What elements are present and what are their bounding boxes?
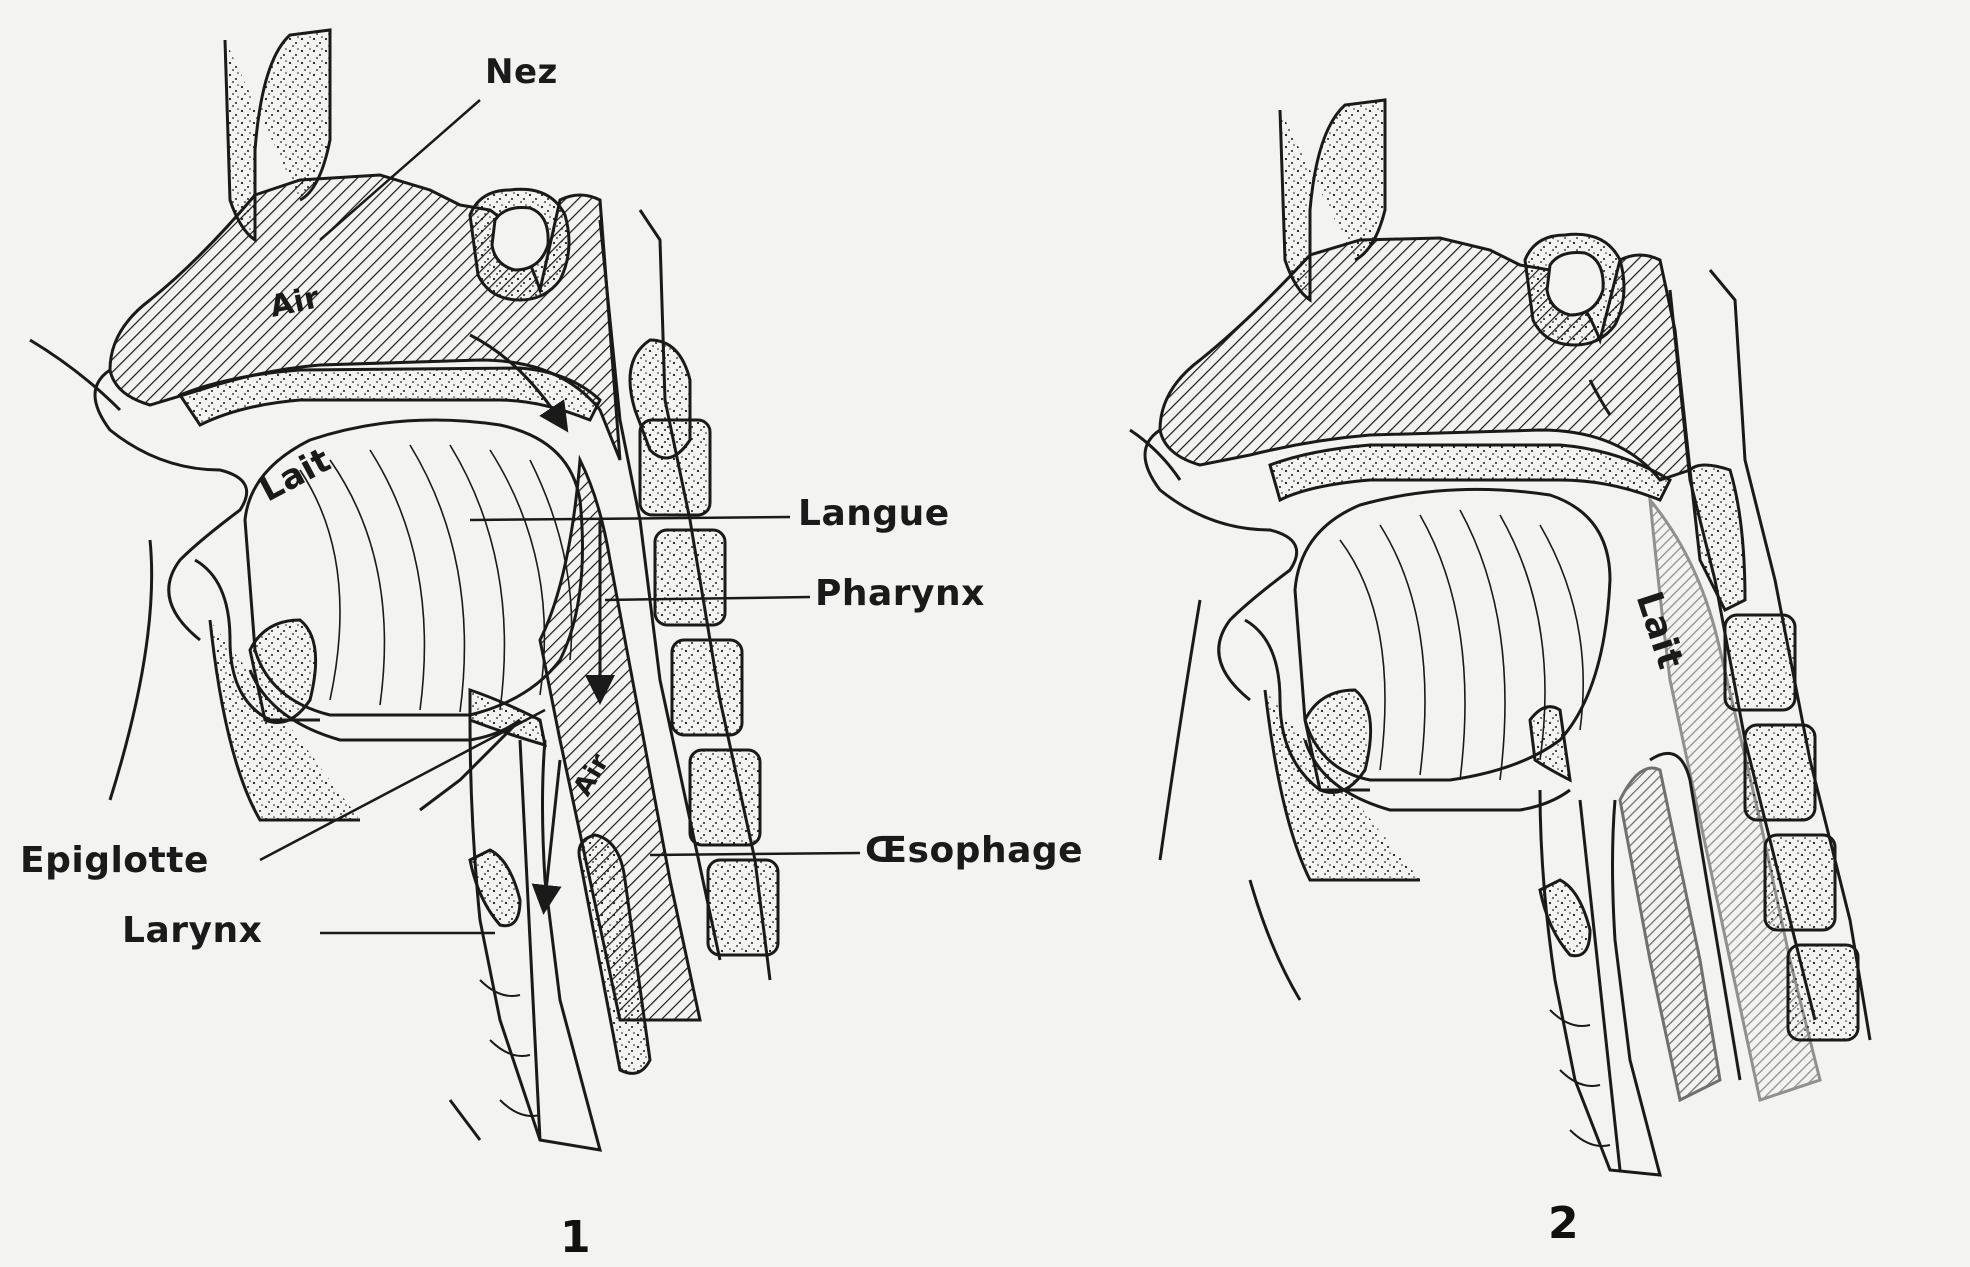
- larynx-2: [1540, 880, 1590, 956]
- epiglottis-2: [1530, 707, 1570, 780]
- pointer-oesophage: [650, 853, 860, 855]
- label-pharynx: Pharynx: [815, 573, 985, 614]
- palate-2: [1270, 445, 1670, 500]
- palate-1: [180, 368, 600, 425]
- label-nez: Nez: [485, 52, 558, 92]
- figure-1-number: 1: [560, 1212, 591, 1263]
- label-langue: Langue: [798, 493, 950, 534]
- label-epiglotte: Epiglotte: [20, 840, 209, 881]
- larynx-1: [470, 850, 520, 926]
- label-oesophage: Œsophage: [865, 830, 1083, 871]
- figure-1-drawing: [30, 30, 860, 1150]
- figure-2-number: 2: [1548, 1198, 1579, 1249]
- label-larynx: Larynx: [122, 910, 262, 951]
- pointer-pharynx: [605, 597, 810, 600]
- pointer-langue: [470, 517, 790, 520]
- figure-2-drawing: [1130, 100, 1870, 1175]
